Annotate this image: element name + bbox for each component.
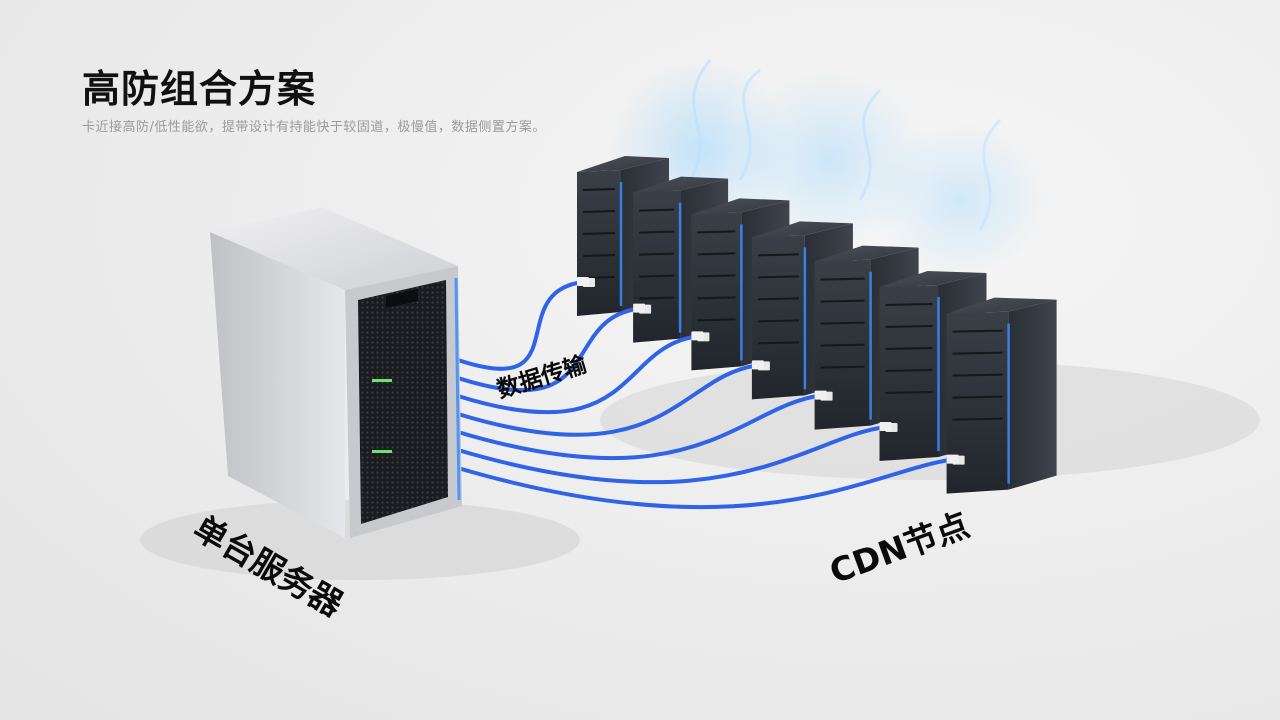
cdn-node-bay: [639, 230, 675, 234]
cable-connector: [691, 331, 704, 341]
cdn-node-bay: [639, 274, 675, 278]
cdn-node-bay: [820, 321, 865, 325]
cdn-node-bay: [757, 297, 799, 301]
cdn-node-bay: [757, 275, 799, 279]
single-server-display: [386, 289, 418, 308]
cdn-node-top: [577, 156, 669, 172]
cdn-node-bay: [820, 365, 865, 369]
cable-connector: [633, 303, 646, 313]
cdn-node-bay: [757, 253, 799, 257]
cdn-node-bay: [820, 343, 865, 347]
cdn-node-front: [879, 285, 939, 461]
single-server-shadow: [140, 500, 580, 580]
cdn-node-top: [814, 245, 919, 262]
network-cable: [456, 280, 585, 371]
cdn-node: [946, 297, 1057, 494]
network-cable: [456, 425, 888, 485]
page-title: 高防组合方案: [82, 67, 317, 111]
cdn-node-top: [691, 198, 790, 215]
cable-connector: [879, 422, 892, 431]
cdn-node-bay: [952, 329, 1003, 333]
drive-light-1: [372, 379, 392, 382]
single-server-edge-light: [454, 277, 461, 501]
cdn-node-front: [577, 170, 621, 316]
cdn-node-bay: [582, 232, 616, 235]
cdn-node-bay: [639, 252, 675, 256]
page-subtitle: 卡近接高防/低性能欲，提带设计有持能快于较固道，极慢值，数据侧置方案。: [82, 120, 546, 135]
cdn-node-bay: [885, 369, 933, 372]
cdn-node-front: [946, 311, 1009, 494]
cable-connector: [814, 390, 827, 400]
single-server-side: [210, 232, 345, 538]
cdn-node-top: [946, 297, 1057, 314]
cdn-node-bay: [757, 341, 799, 345]
cdn-node-bay: [952, 395, 1003, 399]
cdn-node-top: [879, 271, 987, 287]
cdn-node-bay: [582, 210, 616, 213]
cdn-node-bay: [639, 208, 675, 212]
cdn-node-bay: [697, 274, 736, 278]
cable-connector: [577, 277, 589, 286]
cdn-node-front: [751, 235, 805, 400]
network-cable: [456, 334, 700, 415]
network-cable: [456, 393, 823, 461]
single-server-mesh: [358, 280, 448, 524]
single-server-top: [210, 207, 458, 290]
cdn-node-bay: [885, 325, 933, 328]
drive-light-2: [372, 450, 392, 453]
cdn-node-front: [691, 212, 742, 371]
cable-connector: [946, 454, 959, 464]
cdn-node-bay: [885, 391, 933, 394]
cable-connector: [751, 360, 764, 370]
cdn-node-front: [633, 190, 681, 343]
cdn-node-bay: [697, 230, 736, 234]
cdn-node-bay: [820, 277, 865, 281]
network-cable: [456, 363, 760, 437]
cdn-node-bay: [952, 373, 1003, 377]
cdn-node-bay: [952, 417, 1003, 421]
cdn-node-bay: [952, 351, 1003, 355]
cdn-node-bay: [697, 296, 736, 300]
single-server: [210, 207, 462, 538]
cdn-node-side: [1008, 299, 1057, 490]
cdn-node-bay: [582, 254, 616, 257]
cdn-node-bay: [697, 252, 736, 256]
network-cable: [456, 457, 955, 510]
cdn-node-bay: [885, 347, 933, 350]
cooling-airflow: [610, 59, 1050, 280]
network-cable: [456, 306, 642, 393]
cdn-node-bay: [639, 296, 675, 300]
cdn-node-bay: [757, 319, 799, 323]
cdn-node-top: [751, 221, 853, 238]
cdn-node-bay: [820, 299, 865, 303]
cdn-node-bay: [582, 188, 616, 191]
cdn-node-bay: [885, 303, 933, 306]
network-cables: [456, 277, 959, 510]
cdn-node-top: [633, 176, 729, 193]
cdn-node-bay: [697, 318, 736, 322]
